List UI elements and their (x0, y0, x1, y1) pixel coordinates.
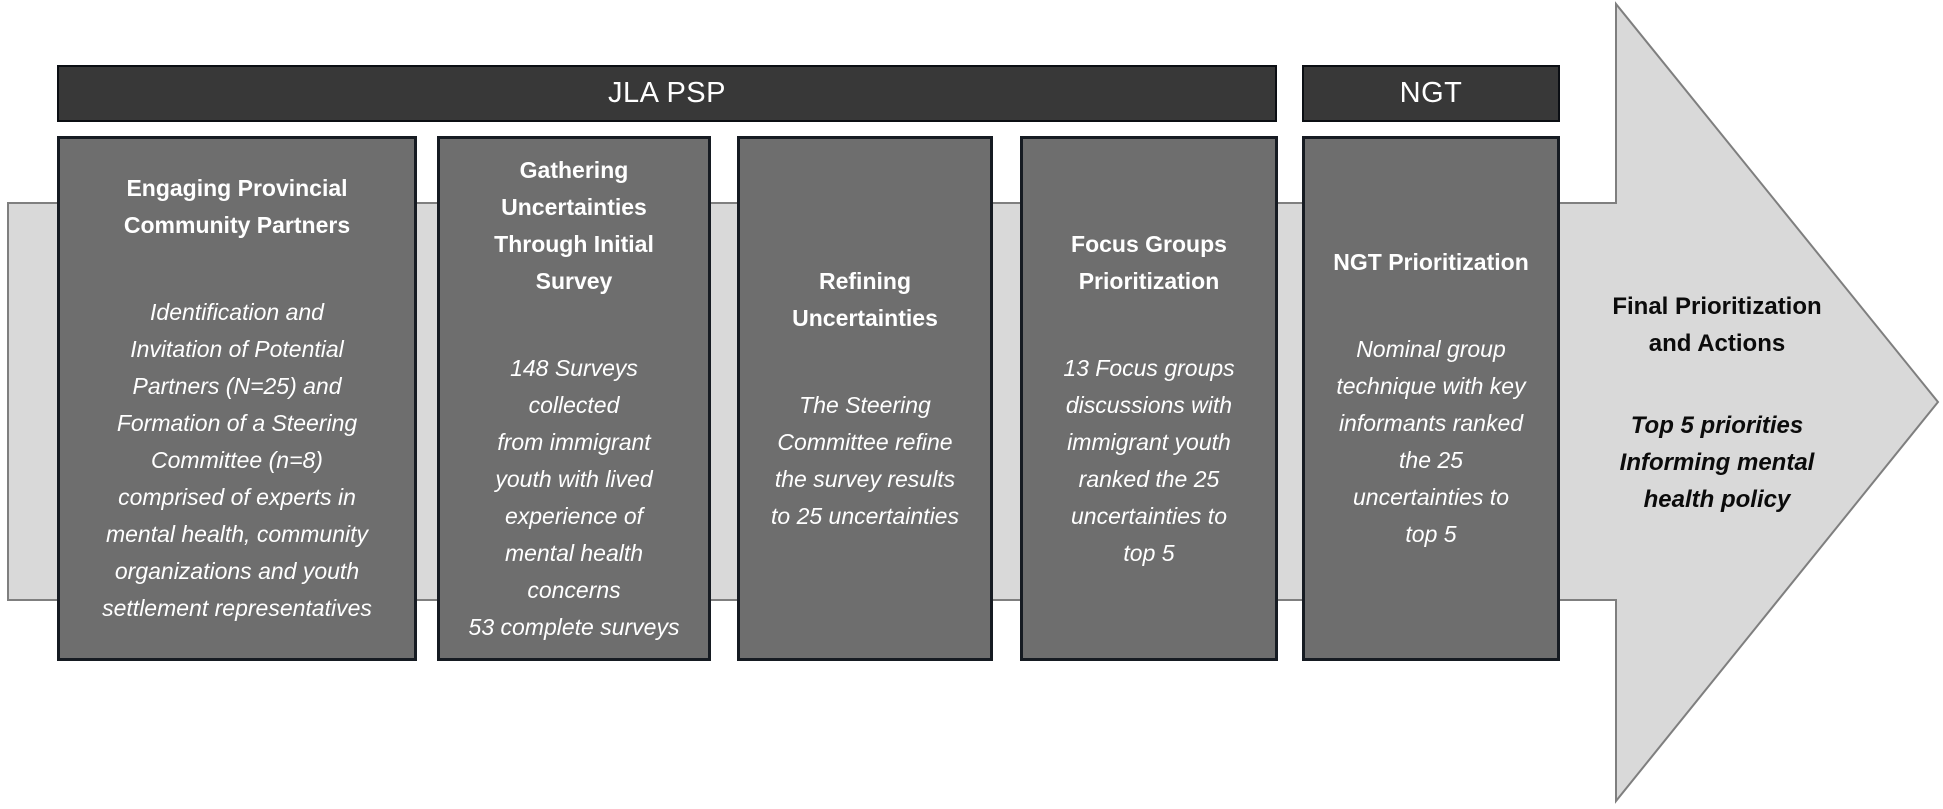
phase-bar-jla-psp: JLA PSP (57, 65, 1277, 122)
phase-bar-ngt: NGT (1302, 65, 1560, 122)
stage-box-focus-groups-prioritization: Focus Groups Prioritization 13 Focus gro… (1020, 136, 1278, 661)
outcome-title: Final Prioritization and Actions (1612, 293, 1822, 357)
phase-bar-jla-psp-label: JLA PSP (608, 77, 726, 109)
stage-box-ngt-prioritization: NGT Prioritization Nominal group techniq… (1302, 136, 1560, 661)
stage-body: Identification and Invitation of Potenti… (102, 299, 372, 621)
stage-box-gathering-uncertainties: Gathering Uncertainties Through Initial … (437, 136, 711, 661)
stage-title: Gathering Uncertainties Through Initial … (494, 156, 654, 294)
stage-title: Engaging Provincial Community Partners (123, 175, 351, 238)
stage-title: Focus Groups Prioritization (1071, 230, 1227, 294)
phase-bar-ngt-label: NGT (1399, 77, 1463, 109)
stage-body: The Steering Committee refine the survey… (771, 391, 959, 529)
final-outcome-text: Final Prioritization and Actions Top 5 p… (1598, 288, 1836, 518)
stage-body: Nominal group technique with key informa… (1336, 336, 1526, 547)
stage-body: 13 Focus groups discussions with immigra… (1063, 354, 1235, 566)
outcome-body: Top 5 priorities Informing mental health… (1619, 412, 1815, 513)
stage-box-engaging-partners: Engaging Provincial Community Partners I… (57, 136, 417, 661)
stage-box-refining-uncertainties: Refining Uncertainties The Steering Comm… (737, 136, 993, 661)
stage-body: 148 Surveys collected from immigrant you… (468, 354, 680, 640)
stage-title: Refining Uncertainties (792, 267, 938, 331)
stage-title: NGT Prioritization (1333, 249, 1529, 275)
